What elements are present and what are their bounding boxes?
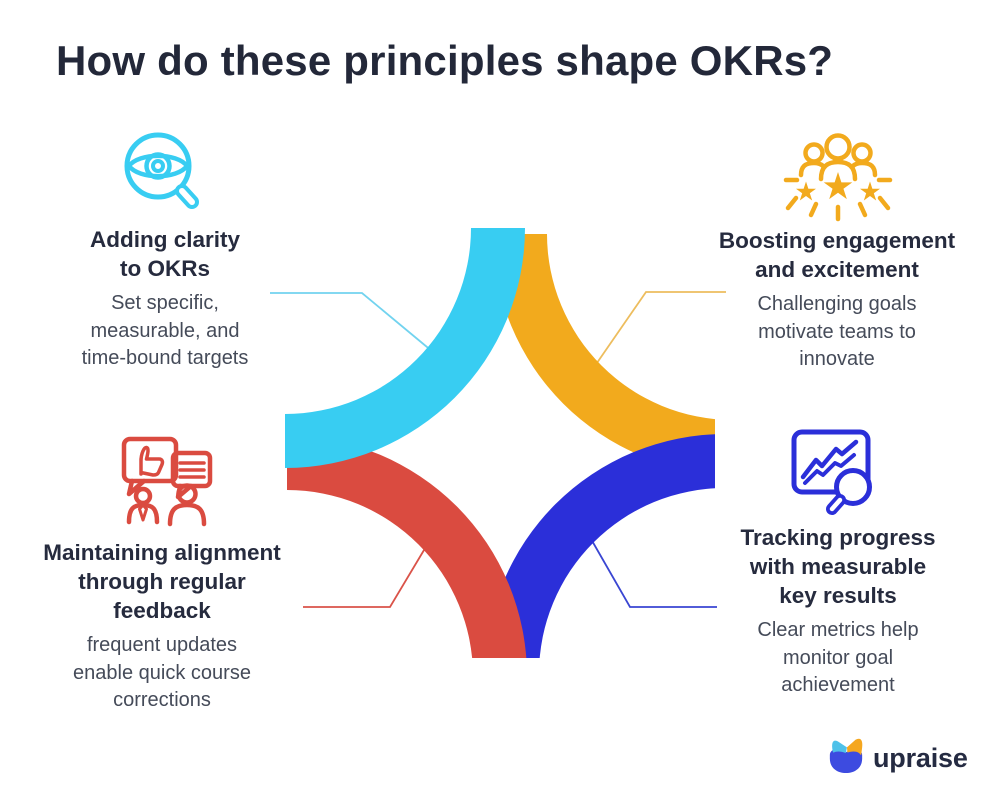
body-line: Set specific, (111, 292, 219, 314)
heading-line: Maintaining alignment (43, 540, 281, 565)
upraise-logo-icon (829, 738, 863, 774)
feedback-chat-icon (121, 436, 213, 527)
section-body: Challenging goals motivate teams to inno… (698, 291, 976, 374)
section-heading: Tracking progress with measurable key re… (706, 523, 970, 610)
section-body: Set specific, measurable, and time-bound… (40, 290, 290, 373)
page-title: How do these principles shape OKRs? (56, 37, 834, 84)
connector-blue (586, 531, 717, 608)
connector-yellow (589, 291, 726, 374)
heading-line: Boosting engagement (718, 228, 956, 253)
heading-line: Adding clarity (89, 227, 241, 252)
rays (783, 177, 893, 222)
section-heading: Adding clarity to OKRs (40, 225, 290, 283)
section-heading: Boosting engagement and excitement (698, 226, 976, 284)
body-line: motivate teams to (758, 320, 916, 343)
body-line: innovate (799, 348, 875, 370)
heading-line: to OKRs (120, 256, 210, 281)
section-body: frequent updates enable quick course cor… (16, 632, 308, 715)
body-line: corrections (113, 689, 211, 711)
eye-magnifier-icon (124, 132, 199, 209)
heading-line: with measurable (749, 554, 927, 579)
body-line: Challenging goals (757, 293, 917, 315)
body-line: measurable, and (90, 319, 240, 342)
upraise-logo-text: upraise (873, 742, 968, 773)
heading-line: Tracking progress (740, 525, 936, 550)
section-adding-clarity: Adding clarity to OKRs Set specific, mea… (40, 225, 290, 373)
arc-red (287, 436, 527, 658)
arc-yellow (493, 234, 715, 474)
chart-magnifier-icon (791, 429, 872, 515)
heading-line: key results (779, 583, 897, 608)
body-line: monitor goal (782, 646, 894, 669)
section-heading: Maintaining alignment through regular fe… (16, 538, 308, 625)
section-tracking-progress: Tracking progress with measurable key re… (706, 523, 970, 700)
body-line: achievement (781, 674, 895, 696)
section-maintaining-alignment: Maintaining alignment through regular fe… (16, 538, 308, 715)
body-line: time-bound targets (81, 347, 249, 369)
upraise-logo: upraise (827, 736, 968, 774)
body-line: Clear metrics help (757, 619, 919, 641)
body-line: frequent updates (86, 634, 238, 656)
arc-cyan (285, 228, 525, 468)
stars (796, 172, 880, 201)
heading-line: and excitement (755, 257, 919, 282)
people-stars-icon (783, 133, 893, 222)
section-boosting-engagement: Boosting engagement and excitement Chall… (698, 226, 976, 374)
connector-red (303, 534, 434, 608)
heading-line: feedback (113, 598, 211, 623)
arc-blue (485, 434, 715, 658)
section-body: Clear metrics help monitor goal achievem… (706, 617, 970, 700)
connector-cyan (270, 292, 434, 353)
heading-line: through regular (78, 569, 246, 594)
body-line: enable quick course (73, 661, 251, 684)
